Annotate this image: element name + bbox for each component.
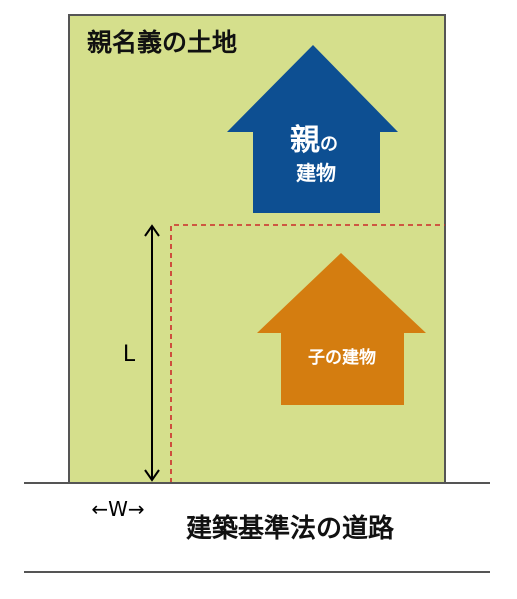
land-label: 親名義の土地 — [87, 28, 237, 57]
child-building-shape — [257, 253, 426, 405]
child-lot-boundary-dashed — [170, 224, 445, 483]
road-label: 建築基準法の道路 — [186, 513, 395, 544]
parent-building-label-line2: 建物 — [296, 161, 336, 185]
dimension-L-arrow — [144, 224, 160, 482]
parent-building-shape — [227, 45, 398, 213]
dimension-L-label: L — [123, 342, 136, 367]
child-building-label: 子の建物 — [308, 347, 376, 368]
parent-building-label-line1: 親の — [290, 123, 338, 158]
parent-building-label-big: 親 — [290, 123, 320, 158]
dimension-W-label: ←W→ — [91, 497, 144, 521]
parent-building-label-small: の — [320, 134, 338, 155]
parent-land-parcel — [68, 14, 446, 484]
